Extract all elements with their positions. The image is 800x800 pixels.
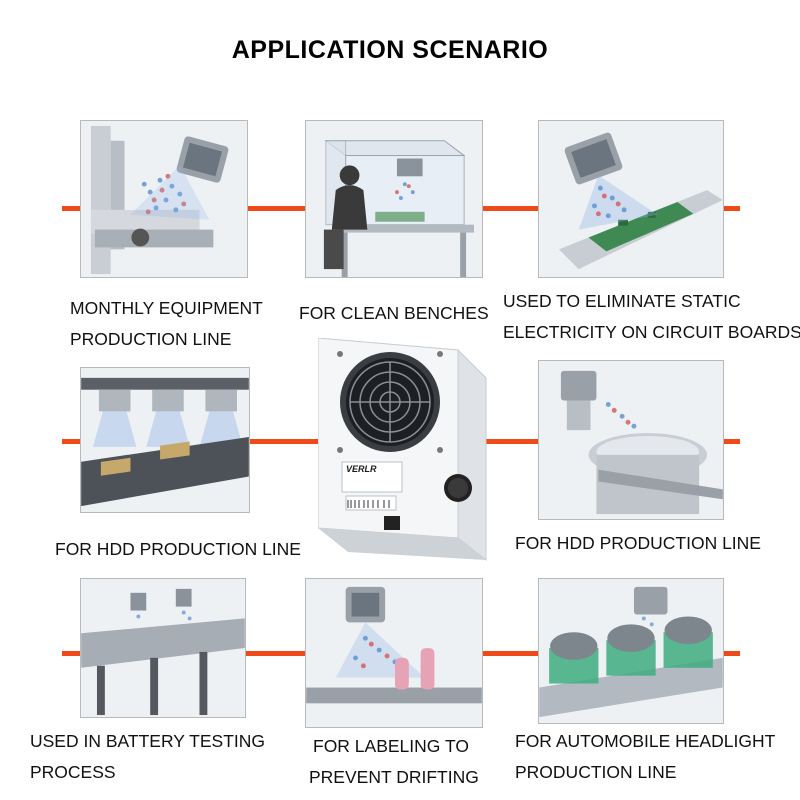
caption-hdd-line-left: FOR HDD PRODUCTION LINE (55, 539, 301, 559)
scenario-image-headlight (538, 578, 724, 724)
scenario-image-monthly-equipment (80, 120, 248, 278)
caption-battery-testing: USED IN BATTERY TESTING PROCESS (30, 731, 266, 782)
caption-clean-benches: FOR CLEAN BENCHES (299, 303, 489, 323)
scenario-image-battery-testing (80, 578, 246, 718)
scenario-image-labeling (305, 578, 483, 728)
page-title: APPLICATION SCENARIO (231, 36, 549, 64)
device-brand-label: VERLR (346, 464, 377, 474)
caption-labeling: FOR LABELING TO PREVENT DRIFTING (309, 736, 479, 787)
scenario-image-hdd-line-left (80, 367, 250, 513)
scenario-image-clean-bench (305, 120, 483, 278)
caption-monthly-equipment: MONTHLY EQUIPMENT PRODUCTION LINE (70, 298, 263, 349)
caption-headlight: FOR AUTOMOBILE HEADLIGHT PRODUCTION LINE (515, 731, 776, 782)
scenario-image-circuit-boards (538, 120, 724, 278)
ionizer-device-image: VERLR (317, 337, 488, 573)
caption-circuit-boards: USED TO ELIMINATE STATIC ELECTRICITY ON … (503, 291, 800, 342)
caption-hdd-line-right: FOR HDD PRODUCTION LINE (515, 533, 761, 553)
scenario-image-hdd-line-right (538, 360, 724, 520)
